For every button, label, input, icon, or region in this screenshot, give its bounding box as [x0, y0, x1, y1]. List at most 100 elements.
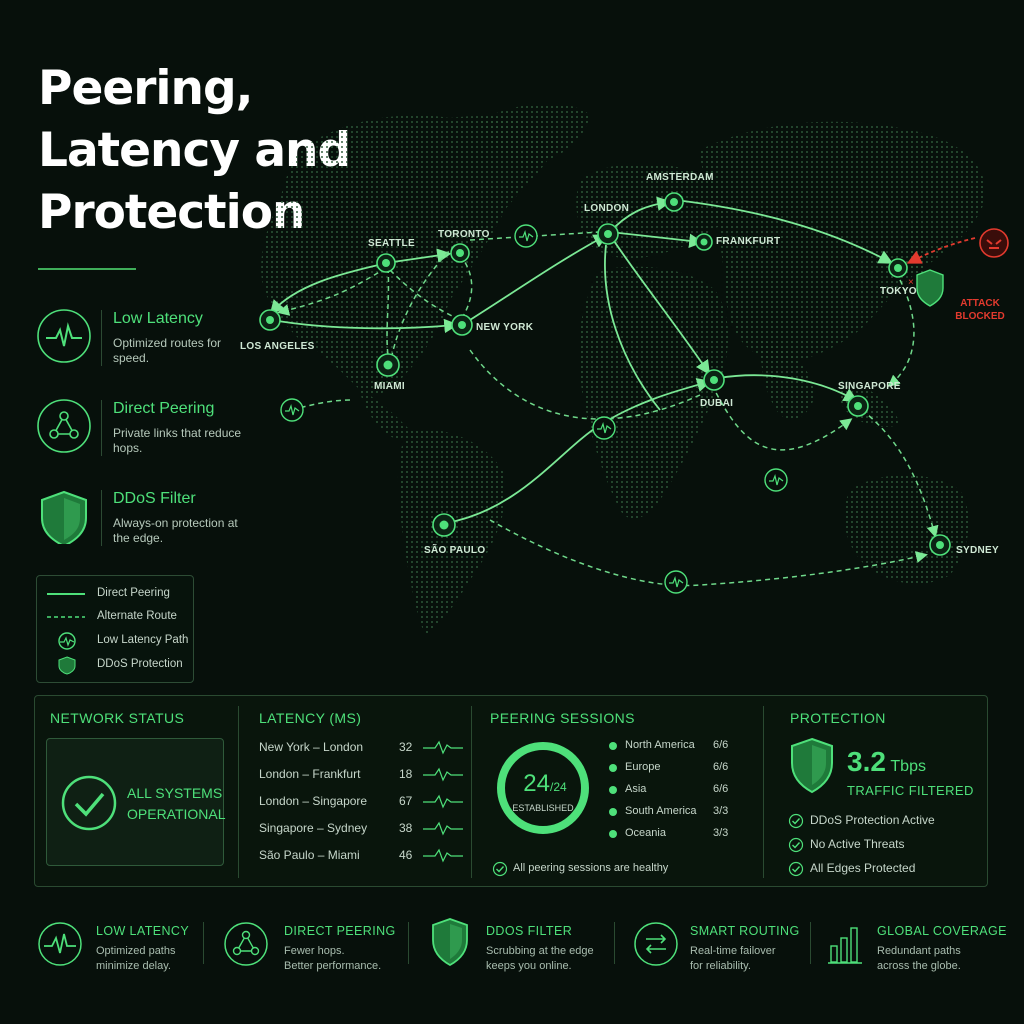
latency-row: São Paulo – Miami 46 [259, 846, 479, 866]
dashed-line-icon [47, 616, 85, 618]
city-nodes [259, 192, 951, 556]
peering-heading: PEERING SESSIONS [490, 710, 635, 726]
legend-ddos-label: DDoS Protection [97, 658, 183, 670]
bottom-desc-line: across the globe. [877, 960, 961, 972]
tokyo-shield-icon [916, 269, 944, 307]
peering-healthy-text: All peering sessions are healthy [513, 862, 669, 874]
bottom-desc-line: Optimized paths [96, 945, 176, 957]
bottom-desc: Real-time failover for reliability. [690, 944, 776, 974]
feature-direct-peering: Direct Peering Private links that reduce… [36, 398, 246, 468]
status-line-2: OPERATIONAL [127, 806, 226, 822]
protection-item: All Edges Protected [788, 860, 978, 878]
latency-value: 38 [399, 821, 413, 835]
status-line-1: ALL SYSTEMS [127, 785, 223, 801]
region-name: Europe [625, 761, 661, 773]
region-value: 3/3 [713, 805, 729, 817]
network-status-heading: NETWORK STATUS [50, 710, 185, 726]
protection-amount: 3.2 [847, 746, 886, 777]
status-box: ALL SYSTEMS OPERATIONAL [46, 738, 226, 866]
bottom-smart-routing: SMART ROUTING Real-time failover for rel… [632, 910, 812, 980]
bottom-low-latency: LOW LATENCY Optimized paths minimize del… [36, 910, 206, 980]
status-dot [609, 742, 617, 750]
feature-desc: Private links that reduce hops. [113, 426, 242, 455]
bottom-heading: SMART ROUTING [690, 924, 800, 938]
status-panel: NETWORK STATUS ALL SYSTEMS OPERATIONAL L… [34, 695, 988, 887]
sparkline-icon [423, 848, 463, 863]
region-value: 6/6 [713, 739, 729, 751]
bottom-desc-line: Redundant paths [877, 945, 961, 957]
latency-value: 46 [399, 848, 413, 862]
city-sao-paulo: SÃO PAULO [424, 545, 486, 556]
status-text: ALL SYSTEMS OPERATIONAL [127, 783, 226, 825]
latency-heading: LATENCY (MS) [259, 710, 362, 726]
bottom-heading: LOW LATENCY [96, 924, 190, 938]
protection-item-text: All Edges Protected [810, 861, 916, 875]
sparkline-icon [423, 767, 463, 782]
status-dot [609, 830, 617, 838]
latency-markers [280, 224, 788, 594]
title-divider [38, 268, 136, 270]
bottom-heading: DDOS FILTER [486, 924, 573, 938]
latency-value: 67 [399, 794, 413, 808]
protection-item-text: No Active Threats [810, 837, 905, 851]
title-line-1: Peering, [38, 61, 253, 116]
solid-line-icon [47, 593, 85, 595]
bottom-desc: Redundant paths across the globe. [877, 944, 961, 974]
check-circle-icon [788, 837, 804, 853]
status-dot [609, 764, 617, 772]
bottom-direct-peering: DIRECT PEERING Fewer hops. Better perfor… [222, 910, 395, 980]
legend-alternate: Alternate Route [45, 607, 190, 627]
map-legend: Direct Peering Alternate Route Low Laten… [36, 575, 194, 683]
feature-divider [101, 400, 102, 456]
status-dot [609, 808, 617, 816]
protection-unit: Tbps [890, 758, 926, 775]
status-dot [609, 786, 617, 794]
latency-route: London – Singapore [259, 794, 368, 808]
sparkline-icon [423, 794, 463, 809]
city-los-angeles: LOS ANGELES [240, 341, 315, 352]
city-london: LONDON [584, 203, 630, 214]
city-tokyo: TOKYO [880, 286, 917, 297]
bottom-desc-line: Real-time failover [690, 945, 776, 957]
shield-icon [58, 656, 76, 675]
attack-blocked-label: ATTACK BLOCKED [952, 297, 1008, 323]
protection-amount-box: 3.2 Tbps [847, 746, 926, 778]
city-singapore: SINGAPORE [838, 381, 901, 392]
feature-low-latency: Low Latency Optimized routes for speed. [36, 308, 246, 378]
bottom-desc-line: minimize delay. [96, 960, 171, 972]
network-nodes-icon [37, 399, 91, 453]
check-circle-icon [61, 775, 117, 831]
bottom-desc-line: Better performance. [284, 960, 382, 972]
city-sydney: SYDNEY [956, 545, 999, 556]
bottom-heading: GLOBAL COVERAGE [877, 924, 1007, 938]
legend-alternate-label: Alternate Route [97, 610, 177, 622]
bottom-desc-line: keeps you online. [486, 960, 572, 972]
peering-count-box: 24/24 [513, 770, 577, 798]
title-line-3: Protection [38, 185, 305, 240]
bottom-ddos-filter: DDOS FILTER Scrubbing at the edge keeps … [430, 910, 610, 980]
pulse-icon [58, 632, 76, 650]
world-map: × [259, 103, 1009, 635]
bottom-separator [810, 922, 811, 964]
check-circle-icon [492, 861, 508, 877]
page-title: Peering, Latency and Protection [38, 58, 398, 244]
peering-label: ESTABLISHED [512, 803, 574, 813]
feature-desc: Always-on protection at the edge. [113, 516, 238, 545]
latency-value: 32 [399, 740, 413, 754]
swap-arrows-icon [634, 922, 678, 966]
block-x: × [908, 277, 914, 288]
attack-icon [979, 228, 1009, 258]
shield-icon [432, 918, 468, 967]
protection-item: No Active Threats [788, 836, 978, 854]
feature-heading: DDoS Filter [113, 490, 196, 507]
region-value: 3/3 [713, 827, 729, 839]
region-name: South America [625, 805, 697, 817]
peering-region: South America 3/3 [609, 804, 739, 822]
shield-icon [791, 737, 833, 794]
region-value: 6/6 [713, 761, 729, 773]
feature-divider [101, 310, 102, 366]
bottom-desc: Scrubbing at the edge keeps you online. [486, 944, 594, 974]
